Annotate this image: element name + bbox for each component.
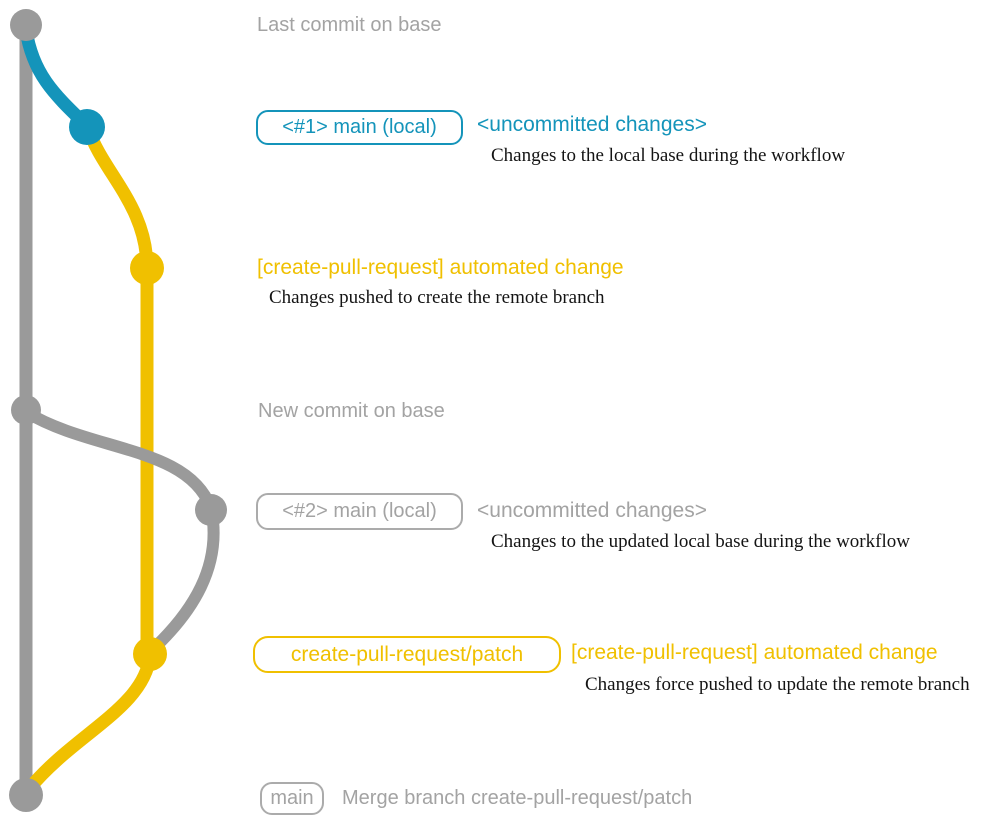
commit-dot-merge xyxy=(9,778,43,812)
commit-dot-main-local-2 xyxy=(195,494,227,526)
last-commit-label: Last commit on base xyxy=(257,14,442,36)
cpr1-description: Changes pushed to create the remote bran… xyxy=(269,287,605,308)
commit-dot-new-base xyxy=(11,395,41,425)
branch-tag-cpr-patch: create-pull-request/patch xyxy=(253,636,561,673)
commit-dot-cpr-1 xyxy=(130,251,164,285)
merge-commit-message: Merge branch create-pull-request/patch xyxy=(342,787,693,809)
commit-dot-cpr-2 xyxy=(133,637,167,671)
cpr-merge-curve xyxy=(23,654,157,794)
branch1-description: Changes to the local base during the wor… xyxy=(491,145,846,166)
cpr-branch-line xyxy=(81,125,154,654)
cpr1-commit-message: [create-pull-request] automated change xyxy=(257,256,624,279)
commit-dot-last-base xyxy=(10,9,42,41)
uncommitted-changes-label-2: <uncommitted changes> xyxy=(477,499,707,522)
commit-dot-main-local-1 xyxy=(69,109,105,145)
new-commit-label: New commit on base xyxy=(258,400,445,422)
cpr2-description: Changes force pushed to update the remot… xyxy=(585,674,970,695)
cpr2-commit-message: [create-pull-request] automated change xyxy=(571,641,938,664)
branch2-description: Changes to the updated local base during… xyxy=(491,531,910,552)
updated-local-main-curve xyxy=(22,406,220,656)
branch-tag-main-local-1: <#1> main (local) xyxy=(256,110,463,145)
branch-tag-main-merge: main xyxy=(260,782,324,815)
branch-tag-main-local-2: <#2> main (local) xyxy=(256,493,463,530)
uncommitted-changes-label-1: <uncommitted changes> xyxy=(477,113,707,136)
